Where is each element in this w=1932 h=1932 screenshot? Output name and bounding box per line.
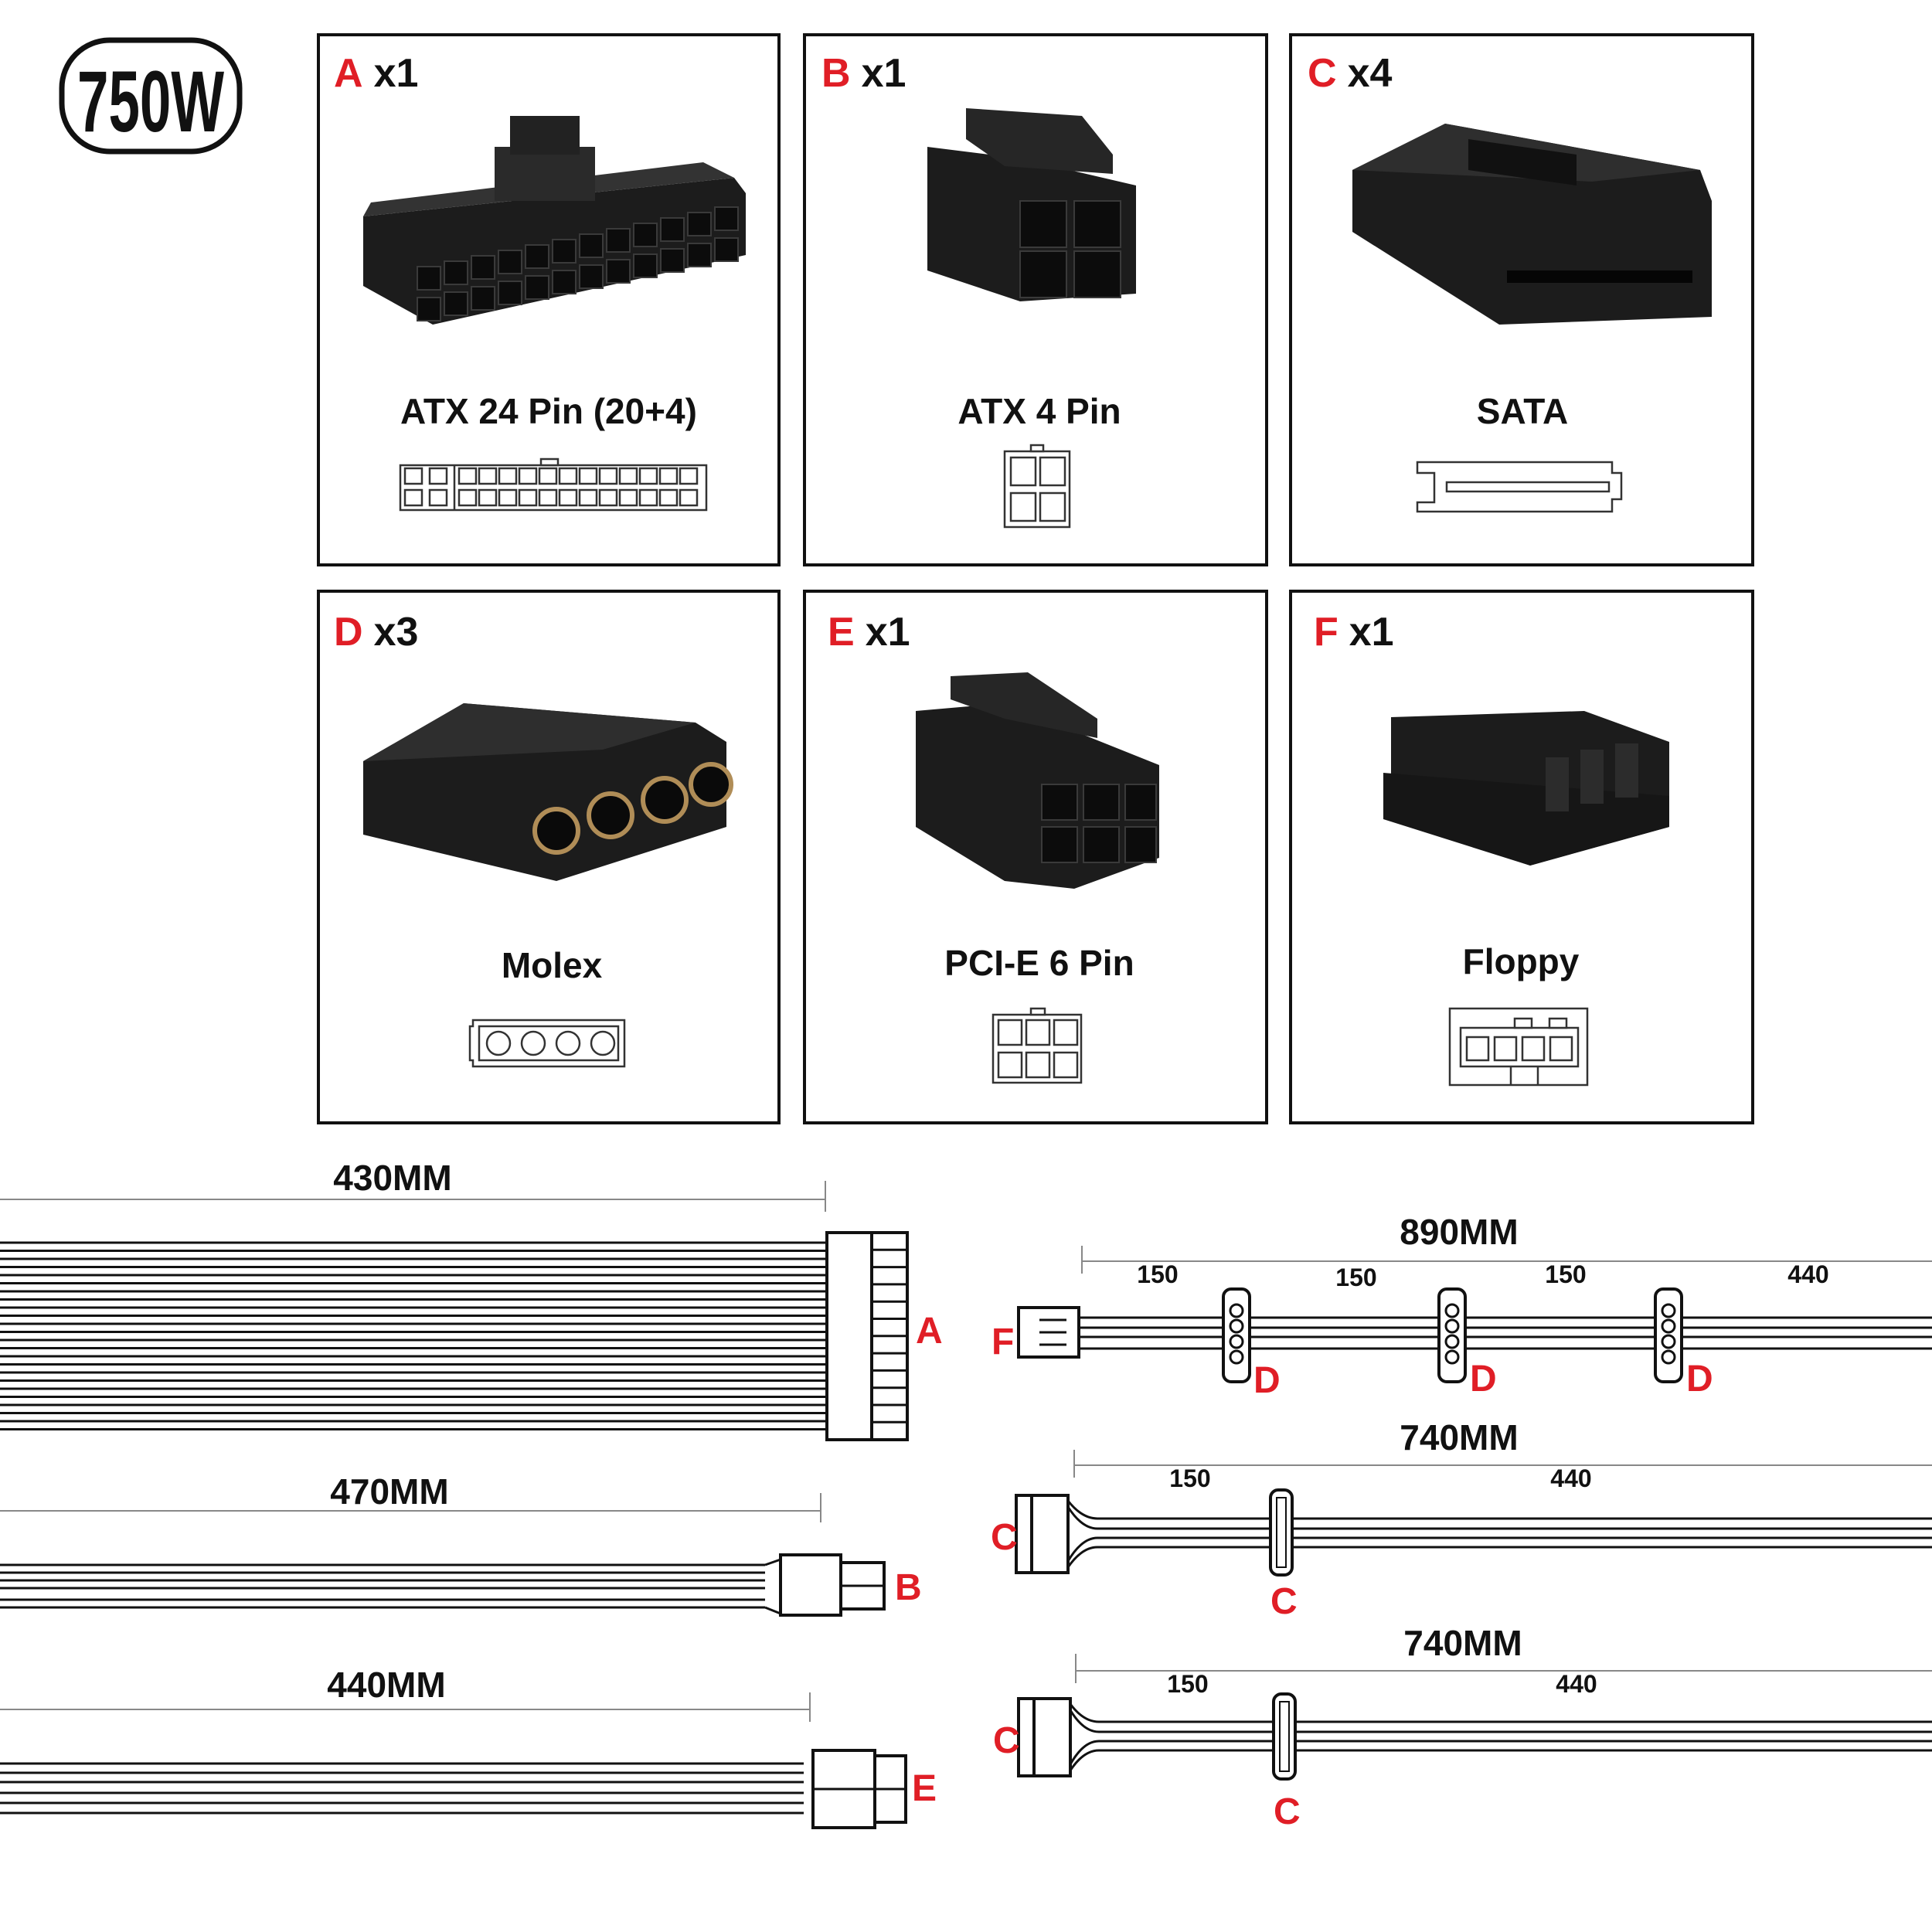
card-qty: x1 (862, 51, 906, 96)
cable-end-label: E (912, 1768, 937, 1809)
segment-label: 150 (1169, 1464, 1210, 1492)
cable-start-label: F (992, 1321, 1014, 1362)
segment-label: 150 (1137, 1260, 1178, 1288)
segment-label: 440 (1550, 1464, 1591, 1492)
card-name: Molex (502, 945, 603, 985)
svg-text:Fx1: Fx1 (1314, 610, 1394, 655)
segment-label: 150 (1335, 1264, 1376, 1291)
svg-text:Ex1: Ex1 (828, 610, 910, 655)
atx24-pinout-icon (399, 457, 708, 512)
cable-pcie: 440MM E (0, 1665, 937, 1829)
card-letter: E (828, 610, 855, 655)
sata-tap (1269, 1488, 1294, 1577)
badge-label: 750W (77, 53, 224, 150)
segment-label: 440 (1787, 1260, 1828, 1288)
card-name: Floppy (1463, 941, 1580, 981)
card-qty: x1 (374, 51, 419, 96)
tap-label: D (1686, 1359, 1713, 1400)
cable-length-label: 440MM (327, 1665, 445, 1705)
card-name: ATX 4 Pin (957, 391, 1121, 431)
card-letter: C (1308, 51, 1337, 96)
atx24-wires (0, 1241, 827, 1430)
svg-text:Ax1: Ax1 (334, 51, 418, 96)
card-letter: D (334, 610, 363, 655)
card-name: ATX 24 Pin (20+4) (400, 391, 697, 431)
card-qty: x4 (1348, 51, 1393, 96)
atx24-connector-image (363, 116, 746, 325)
cable-end-label: A (916, 1311, 943, 1352)
card-name: PCI-E 6 Pin (944, 943, 1134, 983)
tap-label: D (1253, 1360, 1281, 1401)
cable-length-label: 430MM (333, 1158, 451, 1198)
sata-tap (1272, 1692, 1297, 1781)
card-name: SATA (1477, 391, 1568, 431)
cable-atx4: 470MM B (0, 1471, 922, 1617)
cable-start-label: C (991, 1517, 1018, 1558)
cable-atx24: 430MM A (0, 1158, 943, 1441)
sata-pinout-icon (1416, 461, 1623, 513)
molex-pinout-icon (468, 1019, 626, 1068)
sata-connector-image (1352, 124, 1712, 325)
tap-label: C (1274, 1791, 1301, 1832)
wattage-badge: 750W (59, 37, 243, 155)
card-letter: B (821, 51, 851, 96)
segment-label: 440 (1556, 1670, 1597, 1698)
tap-label: D (1470, 1359, 1497, 1400)
cable-length-label: 890MM (1400, 1212, 1518, 1252)
card-letter: A (334, 51, 363, 96)
molex-tap (1437, 1287, 1467, 1383)
segment-label: 150 (1167, 1670, 1208, 1698)
svg-text:Dx3: Dx3 (334, 610, 418, 655)
floppy-pinout-icon (1448, 1007, 1589, 1087)
cable-sata-2: 740MM 150 440 C C (993, 1623, 1932, 1832)
svg-text:Bx1: Bx1 (821, 51, 906, 96)
atx4-connector-image (927, 108, 1136, 301)
card-qty: x1 (1349, 610, 1394, 655)
cable-sata-1: 740MM 150 440 C C (991, 1417, 1932, 1622)
cable-end-label: B (895, 1567, 922, 1608)
atx4-pinout-icon (1003, 444, 1071, 529)
svg-text:Cx4: Cx4 (1308, 51, 1392, 96)
molex-connector-image (363, 703, 733, 881)
cable-molex-floppy: 890MM 150 150 150 440 F D D D (992, 1212, 1932, 1401)
molex-tap (1222, 1287, 1251, 1383)
tap-label: C (1270, 1581, 1298, 1622)
card-qty: x1 (866, 610, 910, 655)
segment-label: 150 (1545, 1260, 1586, 1288)
pcie-pinout-icon (992, 1007, 1083, 1084)
molex-tap (1654, 1287, 1683, 1383)
pcie-connector-image (916, 672, 1159, 889)
cable-length-label: 740MM (1400, 1417, 1518, 1458)
cable-length-label: 470MM (330, 1471, 448, 1512)
card-letter: F (1314, 610, 1338, 655)
floppy-connector-image (1383, 711, 1669, 866)
card-qty: x3 (374, 610, 419, 655)
cable-start-label: C (993, 1720, 1020, 1761)
cable-length-label: 740MM (1403, 1623, 1522, 1663)
